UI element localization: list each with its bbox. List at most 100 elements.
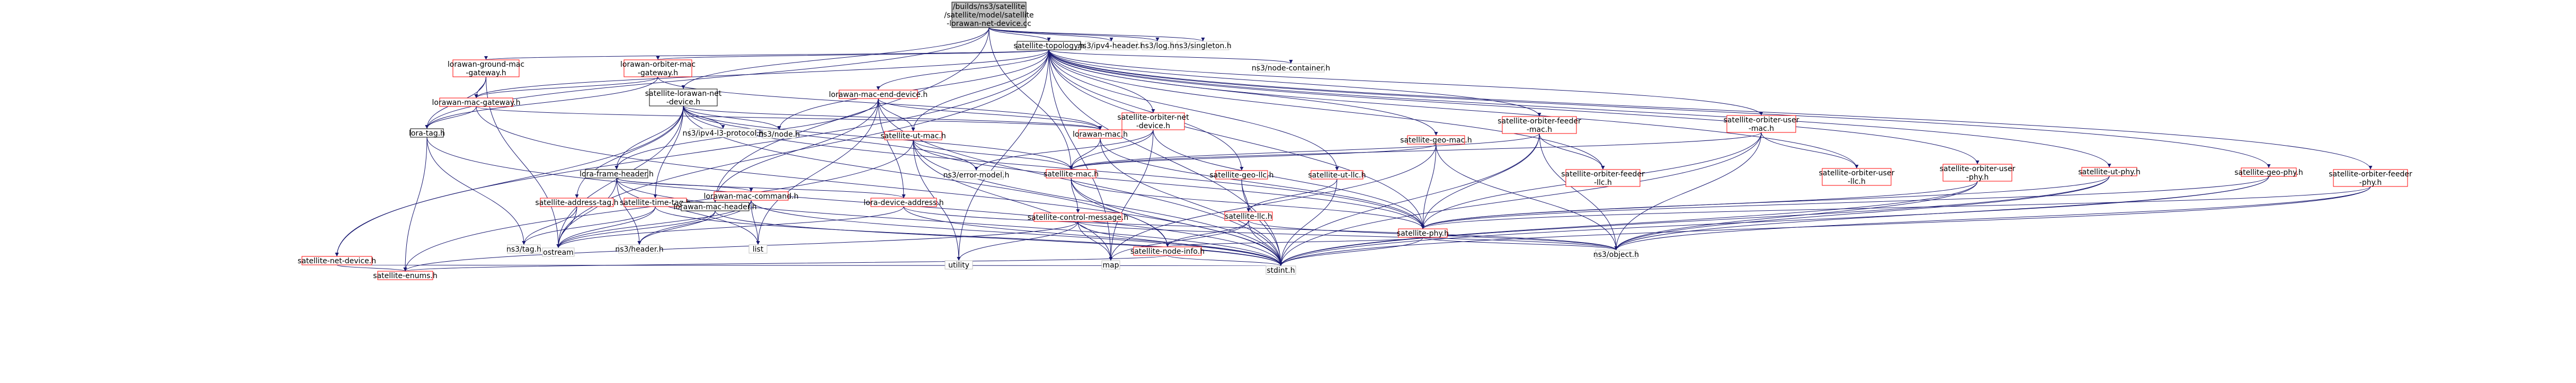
node-box: [714, 191, 789, 201]
node-box: [649, 88, 718, 106]
include-edge-topology-to-geo-phy: [1048, 49, 2271, 168]
node-box: [1942, 164, 2012, 182]
node-label: satellite-ut-mac.h: [880, 132, 946, 140]
node-box: [681, 202, 750, 211]
include-edge-end-device-to-lorawan-mac: [878, 98, 1102, 130]
node-label: -phy.h: [2359, 179, 2382, 187]
node-box: [839, 90, 918, 99]
node-lora-frame-header[interactable]: lora-frame-header.h: [580, 169, 654, 179]
node-log: ns3/log.h: [1140, 41, 1174, 50]
include-edge-ut-phy-to-stdint: [1279, 175, 2110, 266]
include-edge-topology-to-ut-mac: [911, 49, 1049, 132]
include-edge-lora-frame-header-to-stdint: [616, 177, 1283, 266]
node-box: [748, 244, 768, 254]
include-edge-sat-llc-to-map: [1109, 220, 1249, 261]
node-net-device[interactable]: satellite-net-device.h: [298, 256, 376, 265]
include-edge-net-device-to-stdint: [336, 262, 1281, 266]
node-sat-llc[interactable]: satellite-llc.h: [1224, 211, 1273, 221]
node-label: ns3/ipv4-l3-protocol.h: [682, 129, 763, 138]
include-edge-lorawan-net-device-to-net-device: [335, 105, 684, 257]
node-mac-gateway[interactable]: lorawan-mac-gateway.h: [432, 97, 521, 107]
node-box: [1257, 63, 1325, 73]
include-edge-orbiter-feeder-mac-to-sat-phy: [1421, 133, 1540, 229]
node-mac-header[interactable]: lorawan-mac-header.h: [673, 202, 757, 211]
node-box: [1078, 129, 1122, 139]
node-sat-phy[interactable]: satellite-phy.h: [1397, 228, 1449, 238]
include-edge-orbiter-feeder-mac-to-ns3-object: [1539, 133, 1618, 251]
node-ut-llc[interactable]: satellite-ut-llc.h: [1308, 170, 1366, 180]
include-edge-mac-header-to-stdint: [715, 210, 1283, 266]
include-edge-orbiter-gw-to-mac-gateway: [474, 76, 658, 99]
node-geo-llc[interactable]: satellite-geo-llc.h: [1210, 170, 1274, 180]
node-box: [2081, 167, 2137, 176]
node-label: -phy.h: [1966, 173, 1989, 182]
include-edge-time-tag-to-ostream: [556, 206, 656, 248]
node-label: lorawan-orbiter-mac: [620, 60, 696, 69]
include-edge-root-to-mac-header: [713, 27, 990, 203]
node-sat-mac[interactable]: satellite-mac.h: [1044, 169, 1099, 179]
include-edge-ut-phy-to-sat-phy: [1421, 175, 2110, 229]
node-geo-mac[interactable]: satellite-geo-mac.h: [1400, 135, 1472, 145]
include-edge-lorawan-mac-to-sat-mac: [1069, 138, 1101, 170]
include-edge-topology-to-node-container: [1048, 49, 1293, 64]
node-label: -gateway.h: [638, 69, 678, 77]
include-edge-topology-to-orbiter-feeder-mac: [1048, 49, 1541, 117]
node-geo-phy[interactable]: satellite-geo-phy.h: [2234, 167, 2303, 177]
node-orbiter-feeder-llc[interactable]: satellite-orbiter-feeder-llc.h: [1561, 169, 1645, 187]
include-edges: [335, 27, 2373, 272]
node-orbiter-user-llc[interactable]: satellite-orbiter-user-llc.h: [1819, 168, 1895, 186]
include-edge-node-info-to-stdint: [1167, 255, 1283, 266]
node-orbiter-user-mac[interactable]: satellite-orbiter-user-mac.h: [1724, 115, 1799, 133]
include-edge-sat-mac-to-sat-phy: [1071, 177, 1425, 229]
include-edge-topology-to-mac-gateway: [474, 49, 1049, 99]
node-label: stdint.h: [1267, 266, 1295, 275]
include-edge-topology-to-orbiter-gw: [656, 49, 1049, 60]
node-address-tag[interactable]: satellite-address-tag.h: [535, 198, 619, 207]
node-orbiter-feeder-phy[interactable]: satellite-orbiter-feeder-phy.h: [2329, 169, 2412, 187]
include-edge-sat-mac-to-stdint: [1071, 177, 1283, 266]
node-root[interactable]: /builds/ns3/satellite/satellite/model/sa…: [944, 2, 1034, 28]
include-edge-time-tag-to-ns3-tag: [522, 206, 656, 245]
include-edge-address-tag-to-ns3-tag: [522, 206, 577, 245]
node-ground-gw[interactable]: lorawan-ground-mac-gateway.h: [448, 59, 524, 77]
node-label: ns3/node.h: [759, 130, 800, 139]
node-box: [1017, 41, 1081, 50]
node-topology[interactable]: satellite-topology.h: [1013, 41, 1084, 50]
include-edge-lorawan-net-device-to-sat-phy: [683, 105, 1425, 229]
node-orbiter-gw[interactable]: lorawan-orbiter-mac-gateway.h: [620, 59, 696, 77]
node-utility: utility: [944, 260, 973, 270]
node-ns3-header: ns3/header.h: [615, 244, 664, 254]
node-time-tag[interactable]: satellite-time-tag.h: [620, 198, 691, 207]
include-edge-device-address-to-ns3-object: [903, 206, 1618, 251]
node-end-device[interactable]: lorawan-mac-end-device.h: [829, 90, 928, 99]
node-orbiter-net-device[interactable]: satellite-orbiter-net-device.h: [1117, 112, 1189, 130]
node-control-message[interactable]: satellite-control-message.h: [1028, 212, 1129, 222]
node-ut-phy[interactable]: satellite-ut-phy.h: [2078, 167, 2141, 176]
node-label: -mac.h: [1749, 124, 1774, 133]
include-edge-lora-frame-header-to-ostream: [556, 177, 617, 248]
include-edge-topology-to-sat-phy: [1048, 49, 1425, 229]
node-label: satellite-orbiter-user: [1940, 165, 2016, 173]
node-orbiter-feeder-mac[interactable]: satellite-orbiter-feeder-mac.h: [1498, 116, 1581, 134]
node-label: -mac.h: [1527, 126, 1552, 134]
node-box: [884, 131, 942, 140]
node-ut-mac[interactable]: satellite-ut-mac.h: [880, 131, 946, 140]
node-lorawan-net-device[interactable]: satellite-lorawan-net-device.h: [645, 88, 722, 106]
node-lorawan-mac[interactable]: lorawan-mac.h: [1073, 129, 1128, 139]
node-box: [944, 260, 973, 270]
include-edge-orbiter-user-mac-to-orbiter-user-llc: [1761, 132, 1859, 169]
node-label: -device.h: [666, 98, 700, 106]
node-label: satellite-orbiter-feeder: [1498, 117, 1581, 126]
include-edge-sat-llc-to-stdint: [1248, 220, 1283, 266]
node-orbiter-user-phy[interactable]: satellite-orbiter-user-phy.h: [1940, 164, 2016, 182]
node-ns3-object: ns3/object.h: [1593, 250, 1639, 259]
node-label: ns3/error-model.h: [943, 171, 1010, 180]
node-box: [762, 129, 796, 139]
node-mac-command[interactable]: lorawan-mac-command.h: [704, 191, 799, 201]
node-enums[interactable]: satellite-enums.h: [373, 271, 438, 280]
include-edge-orbiter-net-device-to-sat-phy: [1153, 129, 1425, 229]
node-device-address[interactable]: lora-device-address.h: [863, 198, 944, 207]
include-edge-lorawan-net-device-to-lorawan-mac: [683, 105, 1102, 130]
node-node-info[interactable]: satellite-node-info.h: [1130, 246, 1205, 256]
node-lora-tag[interactable]: lora-tag.h: [409, 128, 445, 138]
